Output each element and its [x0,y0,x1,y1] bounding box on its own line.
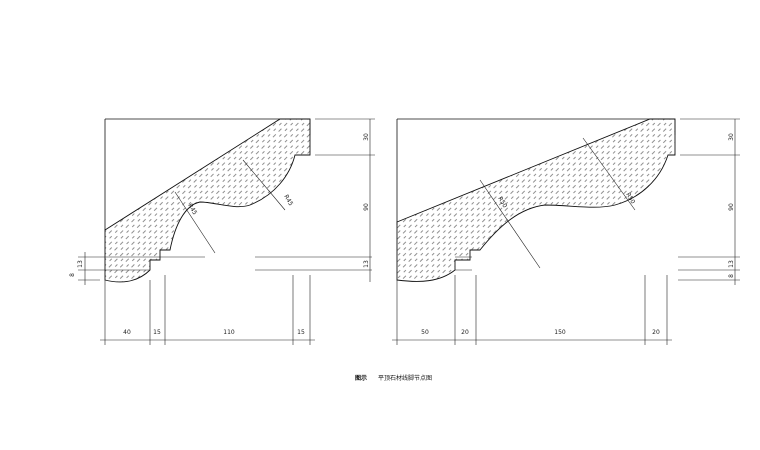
svg-text:50: 50 [421,329,429,336]
profile-a-section [104,118,311,283]
profile-a-radius-2: R45 [282,194,294,208]
svg-text:8: 8 [728,274,735,278]
svg-text:15: 15 [153,329,161,336]
profile-b-bottom-dims: 50 20 150 20 [392,275,672,345]
svg-text:30: 30 [363,133,370,141]
svg-text:15: 15 [297,329,305,336]
profile-b-right-dims: 30 90 13 8 [680,118,740,285]
profile-b: R50 R50 30 90 13 8 50 20 150 20 [392,118,740,345]
svg-text:13: 13 [728,260,735,268]
svg-text:13: 13 [77,260,84,268]
svg-text:8: 8 [69,273,76,277]
profile-a-radius-1: R45 [186,203,198,217]
caption-title: 平顶石材线脚节点图 [378,374,432,382]
svg-text:20: 20 [461,329,469,336]
svg-text:30: 30 [728,133,735,141]
profile-a: R45 R45 30 90 13 13 8 [69,118,375,345]
svg-text:110: 110 [223,329,235,336]
profile-b-section [396,118,676,282]
svg-text:150: 150 [554,329,566,336]
profile-a-left-dims: 13 8 [69,252,100,285]
caption-label: 图示 [355,374,367,382]
svg-text:90: 90 [728,203,735,211]
svg-text:13: 13 [363,260,370,268]
profile-a-bottom-dims: 40 15 110 15 [100,275,315,345]
profile-a-right-dims: 30 90 13 [315,118,375,282]
svg-text:20: 20 [652,329,660,336]
svg-text:90: 90 [363,203,370,211]
drawing-caption: 图示 平顶石材线脚节点图 [355,374,432,382]
svg-text:40: 40 [123,329,131,336]
